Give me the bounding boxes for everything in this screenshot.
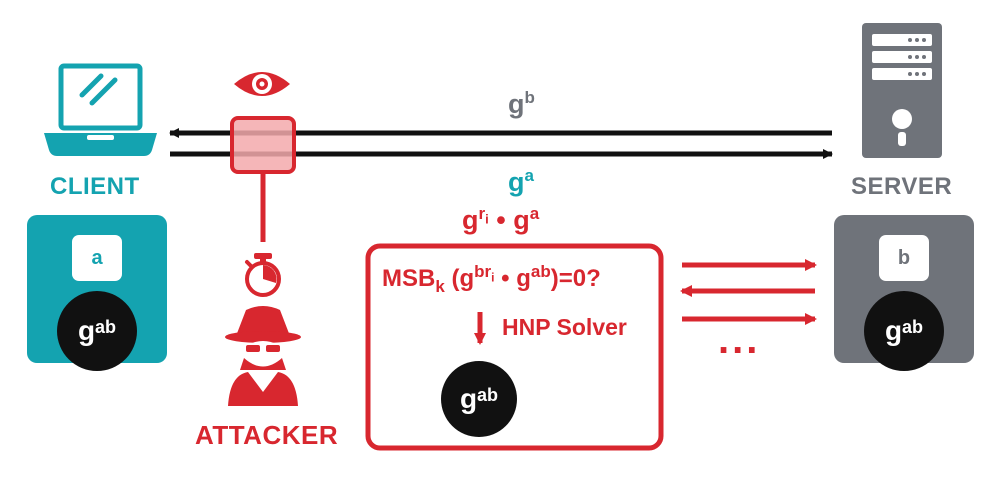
client-label: CLIENT bbox=[50, 173, 140, 200]
laptop-icon bbox=[44, 63, 157, 156]
eye-icon bbox=[234, 72, 290, 96]
server-icon bbox=[862, 23, 942, 158]
stopwatch-icon bbox=[245, 253, 281, 297]
oracle-box bbox=[365, 243, 664, 451]
msg-ga: ga bbox=[508, 166, 534, 197]
server-private-key: b bbox=[879, 235, 929, 281]
hnp-solver-label: HNP Solver bbox=[502, 314, 627, 340]
oracle-query: MSBk (gbri • gab)=0? bbox=[382, 262, 601, 296]
msg-modified: gri • ga bbox=[462, 204, 540, 235]
intercept-box bbox=[230, 116, 296, 174]
spy-icon bbox=[225, 306, 301, 406]
attacker-label: ATTACKER bbox=[195, 420, 339, 450]
client-private-key: a bbox=[72, 235, 122, 281]
more-queries-ellipsis: ... bbox=[718, 318, 761, 362]
server-label: SERVER bbox=[851, 173, 953, 200]
msg-gb: gb bbox=[508, 88, 535, 119]
